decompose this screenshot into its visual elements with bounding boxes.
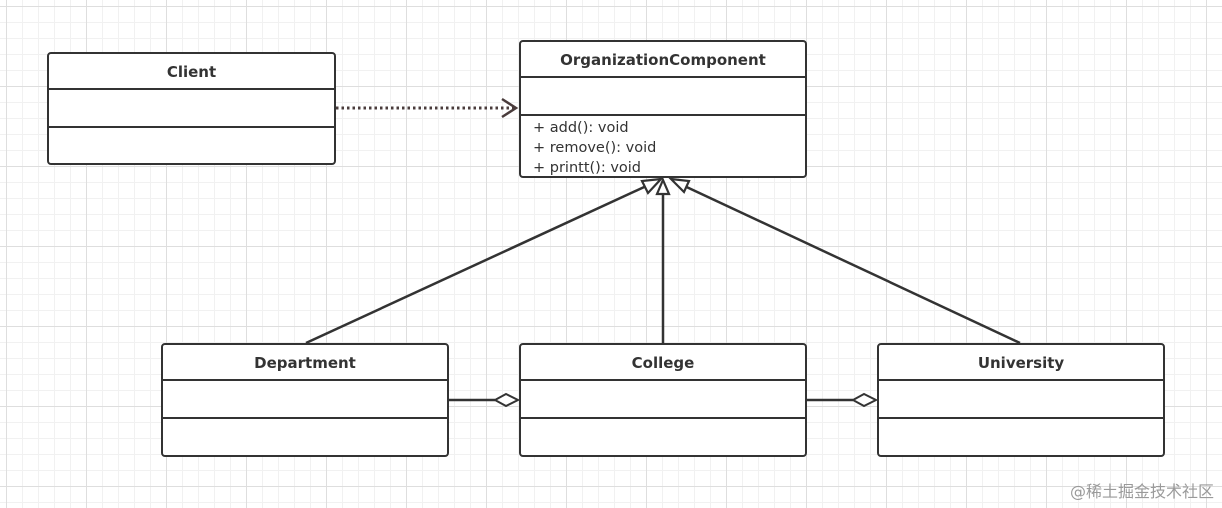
attributes-compartment	[521, 78, 805, 116]
operation-remove: + remove(): void	[533, 140, 657, 156]
class-name: OrganizationComponent	[521, 42, 805, 78]
operations-compartment: + add(): void + remove(): void + printt(…	[521, 116, 805, 178]
operations-compartment	[163, 419, 447, 421]
aggregation-diamond-university	[850, 392, 879, 408]
attributes-compartment	[163, 381, 447, 419]
attributes-compartment	[49, 90, 334, 128]
class-department[interactable]: Department	[161, 343, 449, 457]
generalization-edge-department[interactable]	[305, 180, 656, 345]
operations-compartment	[521, 419, 805, 421]
dependency-arrowhead	[501, 97, 519, 119]
operations-compartment	[879, 419, 1163, 421]
generalization-arrowhead-department	[640, 177, 664, 195]
class-university[interactable]: University	[877, 343, 1165, 457]
class-name: College	[521, 345, 805, 381]
class-name: Department	[163, 345, 447, 381]
class-college[interactable]: College	[519, 343, 807, 457]
generalization-edge-university[interactable]	[677, 181, 1021, 345]
generalization-arrowhead-college	[655, 177, 671, 196]
aggregation-diamond-college	[492, 392, 521, 408]
watermark: @稀土掘金技术社区	[1069, 482, 1214, 501]
generalization-arrowhead-university	[668, 177, 691, 194]
attributes-compartment	[879, 381, 1163, 419]
class-name: Client	[49, 54, 334, 90]
class-organization-component[interactable]: OrganizationComponent + add(): void + re…	[519, 40, 807, 178]
class-name: University	[879, 345, 1163, 381]
operation-printt: + printt(): void	[533, 160, 642, 176]
operations-compartment	[49, 128, 334, 130]
attributes-compartment	[521, 381, 805, 419]
class-client[interactable]: Client	[47, 52, 336, 165]
operation-add: + add(): void	[533, 120, 629, 136]
